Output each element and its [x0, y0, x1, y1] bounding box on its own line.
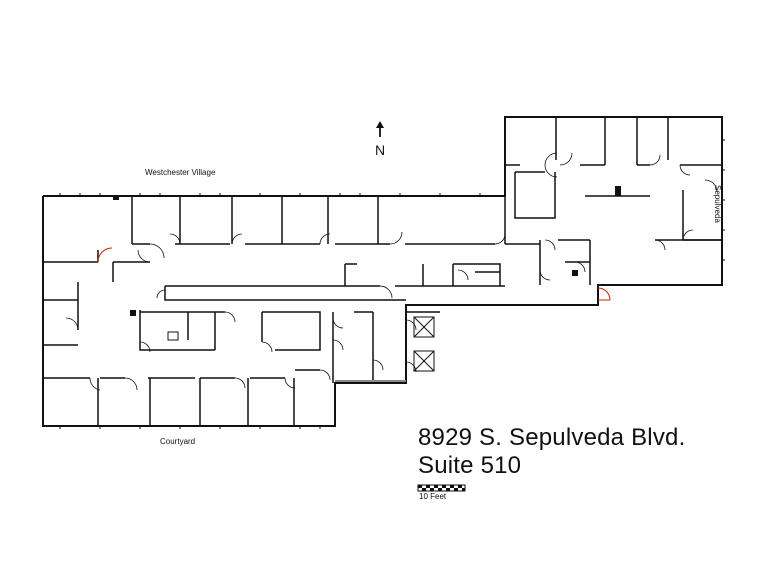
- westchester-village-label: Westchester Village: [145, 168, 216, 177]
- north-arrow-icon: [376, 121, 384, 137]
- scale-bar-icon: [417, 484, 466, 492]
- interior-walls: [43, 117, 722, 426]
- door-swings: [65, 152, 718, 391]
- north-label: N: [375, 142, 386, 158]
- elevator-icon: [413, 316, 435, 372]
- sepulveda-label: Sepulveda: [713, 185, 722, 223]
- window-ticks: [59, 139, 725, 429]
- scale-label: 10 Feet: [419, 492, 447, 501]
- exterior-walls: [42, 116, 723, 427]
- address-line-2: Suite 510: [418, 452, 522, 479]
- column-blocks: [113, 186, 621, 316]
- courtyard-label: Courtyard: [160, 437, 196, 446]
- address-line-1: 8929 S. Sepulveda Blvd.: [418, 424, 686, 451]
- highlighted-doors: [97, 247, 611, 301]
